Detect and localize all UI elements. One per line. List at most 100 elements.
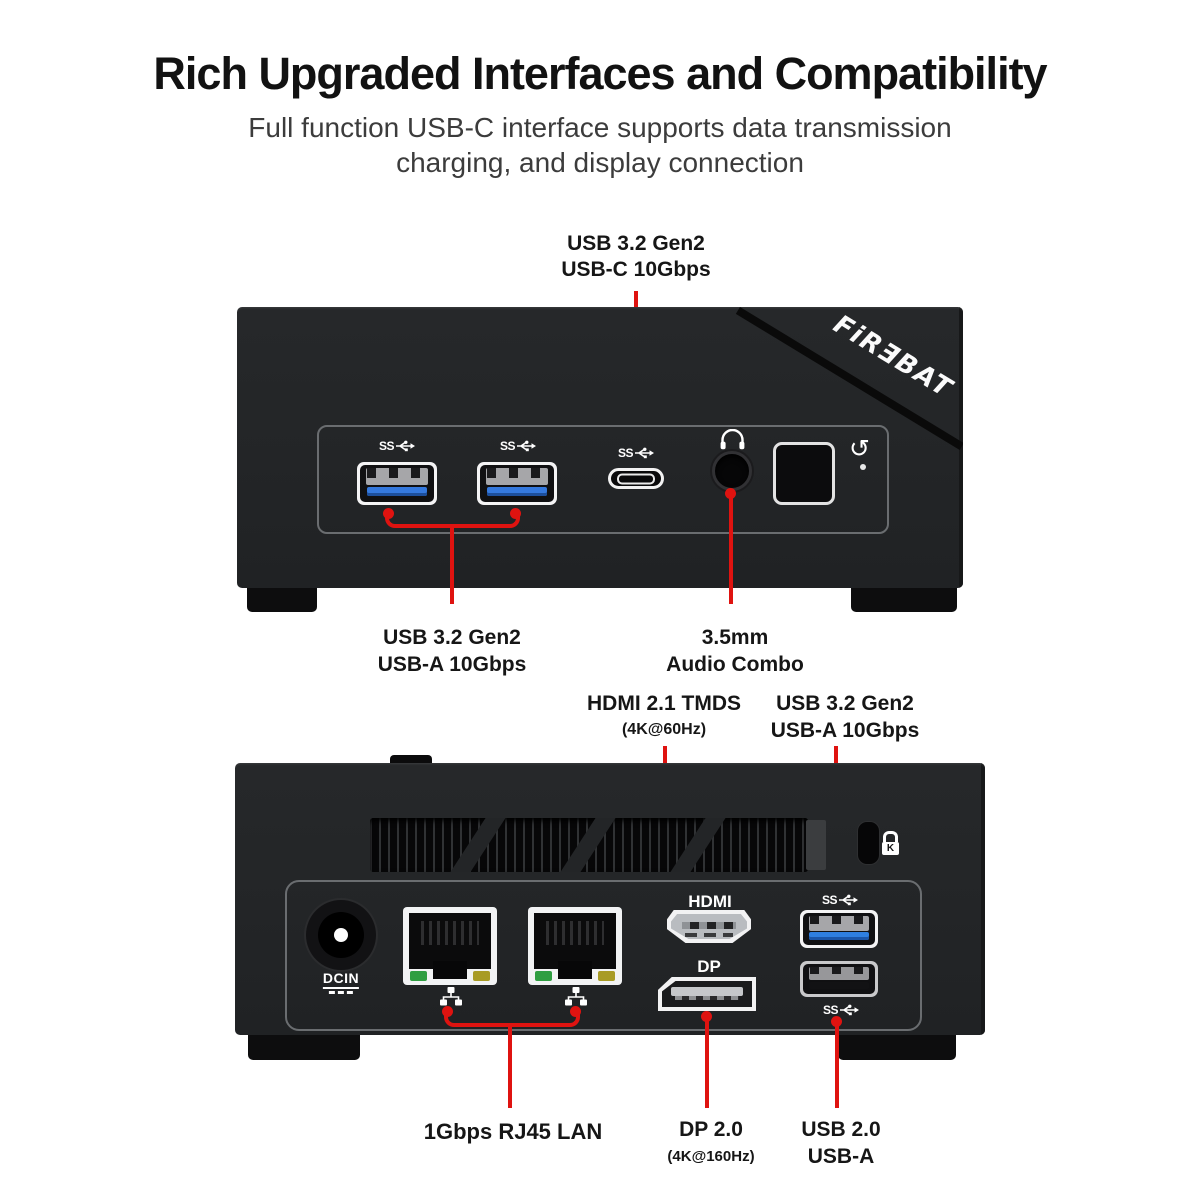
front-usb-a-port-2 bbox=[477, 462, 557, 505]
usb-trident-icon bbox=[517, 440, 537, 452]
usb-trident-icon bbox=[635, 447, 655, 459]
callout-dot-usb2 bbox=[831, 1016, 842, 1027]
usb-cavity bbox=[803, 964, 875, 994]
callout-lan: 1Gbps RJ45 LAN bbox=[424, 1121, 603, 1143]
hdmi-inner bbox=[671, 914, 747, 939]
callout-usb-c-line1: USB 3.2 Gen2 bbox=[567, 232, 705, 255]
callout-usb-a-front-line2: USB-A 10Gbps bbox=[377, 653, 527, 676]
subtitle-line-1: Full function USB-C interface supports d… bbox=[248, 112, 952, 143]
lan-led-yellow bbox=[598, 971, 615, 981]
usb-c-slot bbox=[617, 473, 655, 484]
callout-usb2: USB 2.0 USB-A bbox=[801, 1119, 880, 1167]
usb-blue-tongue bbox=[366, 487, 428, 497]
ss-label: SS bbox=[500, 439, 516, 453]
kensington-lock-icon: K bbox=[882, 831, 899, 855]
callout-usb-a-rear-line1: USB 3.2 Gen2 bbox=[776, 692, 914, 715]
rear-top-tab bbox=[390, 755, 432, 764]
usb-teeth bbox=[367, 468, 427, 478]
usb-teeth bbox=[810, 966, 868, 975]
dc-symbol-dashes bbox=[328, 991, 353, 994]
callout-usb-a-rear-line2: USB-A 10Gbps bbox=[770, 719, 920, 742]
callout-usb-a-front: USB 3.2 Gen2 USB-A 10Gbps bbox=[378, 627, 527, 675]
power-button bbox=[773, 442, 835, 505]
kensington-slot bbox=[858, 822, 879, 864]
lock-body: K bbox=[882, 842, 899, 855]
dc-in-jack bbox=[306, 900, 376, 970]
rj45-latch bbox=[558, 961, 592, 979]
callout-dot-usb-a2 bbox=[510, 508, 521, 519]
callout-usb-c-line2: USB-C 10Gbps bbox=[561, 258, 711, 281]
rj45-port-2 bbox=[528, 907, 622, 985]
callout-audio: 3.5mm Audio Combo bbox=[666, 627, 804, 675]
rj45-latch bbox=[433, 961, 467, 979]
front-device: FiRƎBAT bbox=[237, 307, 963, 588]
dcin-label: DCIN bbox=[322, 970, 360, 989]
front-usb-a-port-1 bbox=[357, 462, 437, 505]
callout-line-dp bbox=[705, 1021, 709, 1108]
usb-superspeed-icon: SS bbox=[823, 1003, 860, 1017]
callout-usb2-line2: USB-A bbox=[807, 1145, 875, 1168]
ss-label: SS bbox=[823, 1003, 839, 1017]
callout-hdmi-line1: HDMI 2.1 TMDS bbox=[586, 692, 742, 715]
callout-dot-lan2 bbox=[570, 1006, 581, 1017]
hdmi-lower-slots bbox=[684, 933, 734, 937]
callout-usb-c: USB 3.2 Gen2 USB-C 10Gbps bbox=[561, 233, 710, 280]
rj45-pins bbox=[421, 921, 479, 945]
callout-audio-line1: 3.5mm bbox=[701, 626, 769, 649]
usb-trident-icon bbox=[396, 440, 416, 452]
hdmi-port-label: HDMI bbox=[688, 892, 732, 911]
callout-dp: DP 2.0 (4K@160Hz) bbox=[667, 1119, 754, 1167]
subtitle-line-2: charging, and display connection bbox=[396, 147, 804, 178]
dp-port bbox=[658, 977, 756, 1011]
usb-cavity bbox=[360, 465, 434, 502]
rear-foot-left bbox=[248, 1035, 360, 1060]
front-foot-left bbox=[247, 588, 317, 612]
hdmi-contact-slot bbox=[681, 921, 737, 929]
rear-foot-right bbox=[838, 1035, 956, 1060]
usb-trident-icon bbox=[840, 1004, 860, 1016]
lock-shackle bbox=[883, 831, 898, 842]
lan-led-green bbox=[410, 971, 427, 981]
ss-label: SS bbox=[822, 893, 838, 907]
front-audio-jack bbox=[712, 451, 752, 491]
usb-trident-icon bbox=[839, 894, 859, 906]
usb-blue-tongue bbox=[486, 487, 548, 497]
callout-line-usb2 bbox=[835, 1026, 839, 1108]
reset-icon: ↺ bbox=[849, 434, 870, 463]
usb-superspeed-icon: SS bbox=[379, 439, 416, 453]
callout-usb-a-front-line1: USB 3.2 Gen2 bbox=[383, 626, 521, 649]
callout-dot-usb-a1 bbox=[383, 508, 394, 519]
callout-dot-lan1 bbox=[442, 1006, 453, 1017]
usb-cavity bbox=[803, 913, 875, 945]
ss-label: SS bbox=[379, 439, 395, 453]
front-port-strip bbox=[317, 425, 889, 534]
dp-inner bbox=[662, 981, 752, 1007]
rear-port-panel bbox=[285, 880, 922, 1031]
rj45-port-1 bbox=[403, 907, 497, 985]
network-icon bbox=[440, 987, 462, 1006]
callout-hdmi: HDMI 2.1 TMDS (4K@60Hz) bbox=[587, 693, 741, 740]
reset-pinhole bbox=[860, 464, 866, 470]
rj45-pins bbox=[546, 921, 604, 945]
ss-label: SS bbox=[618, 446, 634, 460]
dp-port-label: DP bbox=[697, 957, 721, 976]
rj45-cavity bbox=[409, 913, 491, 969]
page-title: Rich Upgraded Interfaces and Compatibili… bbox=[153, 48, 1047, 99]
front-usb-c-port bbox=[608, 468, 664, 489]
callout-dot-dp bbox=[701, 1011, 712, 1022]
usb-superspeed-icon: SS bbox=[822, 893, 859, 907]
usb-superspeed-icon: SS bbox=[618, 446, 655, 460]
usb-cavity bbox=[480, 465, 554, 502]
callout-audio-line2: Audio Combo bbox=[666, 653, 804, 676]
callout-usb2-line1: USB 2.0 bbox=[801, 1118, 881, 1141]
dc-jack-pin bbox=[334, 928, 348, 942]
callout-dp-line2: (4K@160Hz) bbox=[667, 1148, 755, 1165]
callout-bracket-lan bbox=[444, 1012, 580, 1027]
dp-tongue bbox=[671, 986, 743, 1001]
lan-led-yellow bbox=[473, 971, 490, 981]
dcin-label-group: DCIN bbox=[322, 970, 360, 994]
callout-dot-audio bbox=[725, 488, 736, 499]
front-foot-right bbox=[851, 588, 957, 612]
rear-usb3-port bbox=[800, 910, 878, 948]
network-icon bbox=[565, 987, 587, 1006]
